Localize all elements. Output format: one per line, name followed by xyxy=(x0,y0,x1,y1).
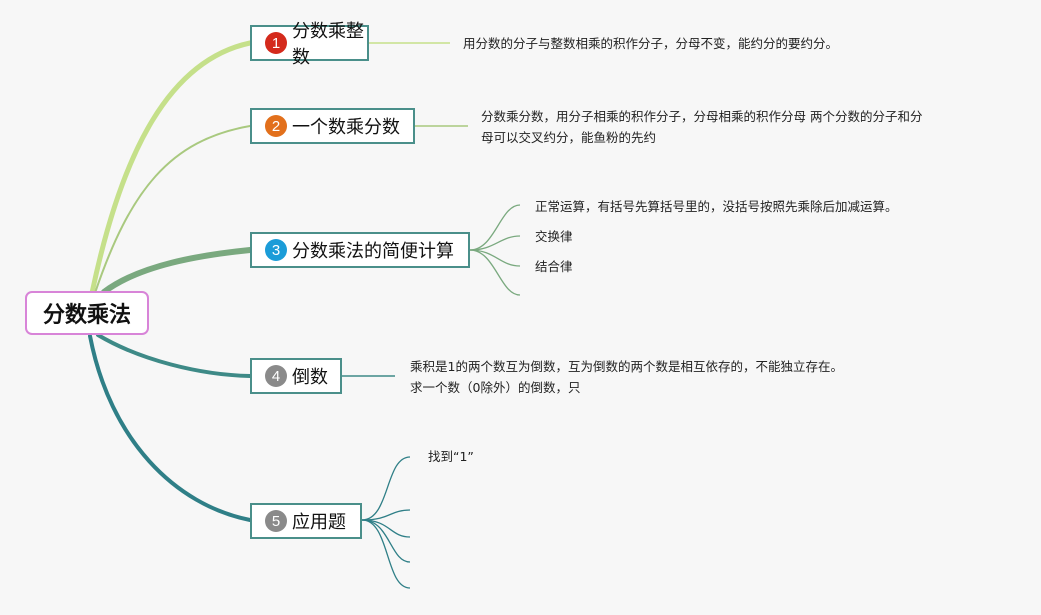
topic-4-note-line-2: 求一个数（0除外）的倒数，只 xyxy=(410,380,581,395)
topic-3-number-badge: 3 xyxy=(265,239,287,261)
topic-1-label: 分数乘整数 xyxy=(292,21,364,68)
branch-5-connector xyxy=(88,334,252,522)
topic-3[interactable]: 3 分数乘法的简便计算 xyxy=(250,232,470,268)
topic-2-note-line-1: 分数乘分数，用分子相乘的积作分子，分母相乘的积作分母 两个分数的分子和分 xyxy=(481,109,923,124)
topic-4-number-badge: 4 xyxy=(265,365,287,387)
topic-5-subtopic-1[interactable]: 找到“1” xyxy=(428,449,474,464)
topic-4[interactable]: 4 倒数 xyxy=(250,358,342,394)
branch-3-connector xyxy=(101,247,253,295)
topic-3-subtopic-1[interactable]: 正常运算，有括号先算括号里的，没括号按照先乘除后加减运算。 xyxy=(535,199,898,214)
topic-5[interactable]: 5 应用题 xyxy=(250,503,362,539)
topic-1-number-badge: 1 xyxy=(265,32,287,54)
topic-2[interactable]: 2 一个数乘分数 xyxy=(250,108,415,144)
topic-4-label: 倒数 xyxy=(292,367,328,388)
topic-1-note: 用分数的分子与整数相乘的积作分子，分母不变，能约分的要约分。 xyxy=(463,36,839,51)
topic-2-label: 一个数乘分数 xyxy=(292,117,400,138)
topic-3-subtopic-2[interactable]: 交换律 xyxy=(535,229,573,244)
topic-3-label: 分数乘法的简便计算 xyxy=(292,241,454,262)
topic-5-label: 应用题 xyxy=(292,512,346,533)
topic-2-number-badge: 2 xyxy=(265,115,287,137)
branch-1-connector xyxy=(89,40,253,296)
topic-1[interactable]: 1 分数乘整数 xyxy=(250,21,369,68)
branch-2-connector xyxy=(94,125,251,294)
topic-2-note-line-2: 母可以交叉约分，能鱼粉的先约 xyxy=(481,130,657,145)
topic-5-fanout xyxy=(361,456,411,589)
root-topic-label: 分数乘法 xyxy=(42,303,131,328)
branch-4-connector xyxy=(96,333,252,378)
root-topic[interactable]: 分数乘法 xyxy=(25,291,149,335)
topic-5-number-badge: 5 xyxy=(265,510,287,532)
topic-3-subtopic-3[interactable]: 结合律 xyxy=(535,259,573,274)
topic-3-fanout xyxy=(469,204,521,296)
topic-4-note-line-1: 乘积是1的两个数互为倒数，互为倒数的两个数是相互依存的，不能独立存在。 xyxy=(410,359,843,374)
